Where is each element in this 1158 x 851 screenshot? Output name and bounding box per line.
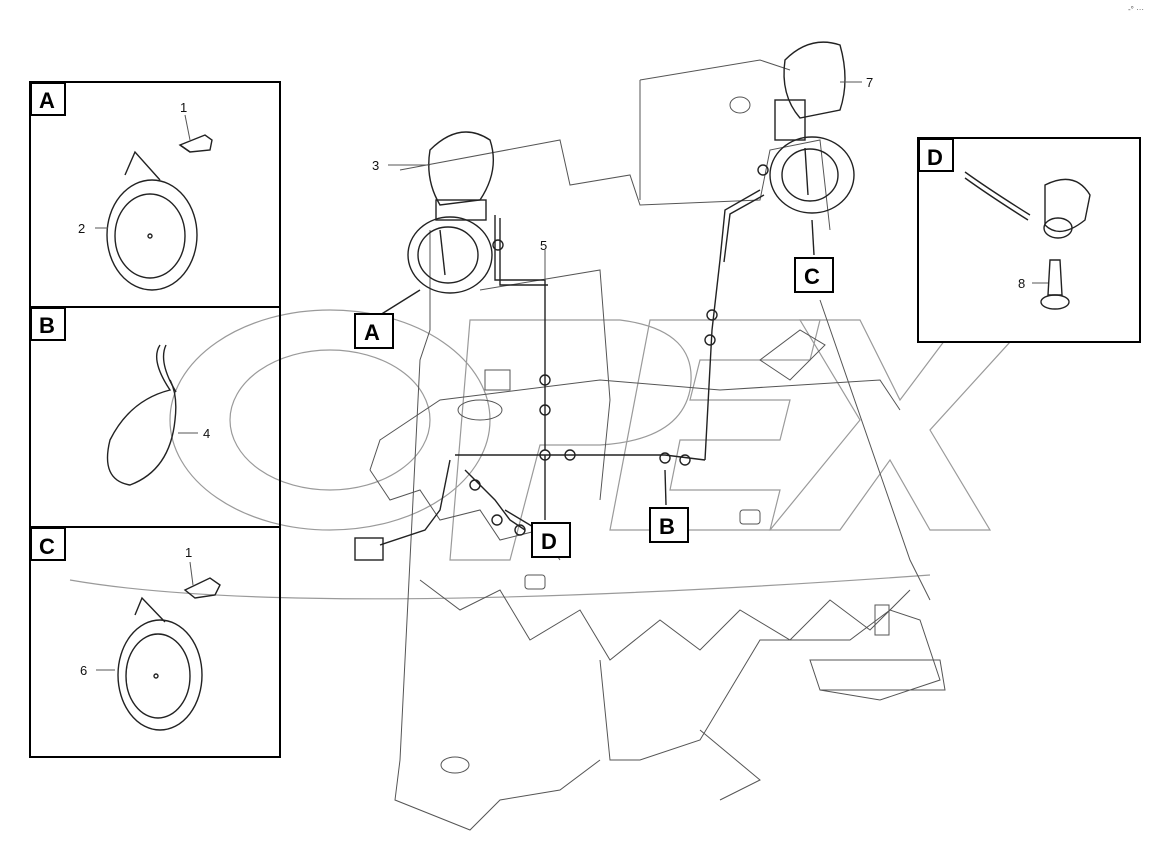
corner-mark: -° ··· bbox=[1128, 5, 1144, 14]
detail-panel-b: B bbox=[29, 306, 281, 528]
horn-a-assembly bbox=[407, 131, 495, 294]
panel-b-callout-4: 4 bbox=[203, 426, 210, 441]
panel-a-callout-2: 2 bbox=[78, 221, 85, 236]
svg-text:C: C bbox=[39, 534, 55, 559]
callout-7: 7 bbox=[866, 75, 873, 90]
panel-c-callout-6: 6 bbox=[80, 663, 87, 678]
panel-a-callout-1: 1 bbox=[180, 100, 187, 115]
section-marker-c: C bbox=[794, 257, 834, 293]
svg-text:C: C bbox=[804, 264, 820, 289]
svg-text:A: A bbox=[39, 88, 55, 113]
callout-3: 3 bbox=[372, 158, 379, 173]
detail-panel-a: A bbox=[29, 81, 281, 308]
svg-text:B: B bbox=[39, 313, 55, 338]
panel-d-callout-8: 8 bbox=[1018, 276, 1025, 291]
svg-text:D: D bbox=[927, 145, 943, 170]
detail-panel-c: C bbox=[29, 526, 281, 758]
wire-harness bbox=[354, 164, 769, 561]
section-marker-a: A bbox=[354, 313, 394, 349]
svg-text:B: B bbox=[659, 514, 675, 539]
svg-text:A: A bbox=[364, 320, 380, 345]
panel-c-callout-1: 1 bbox=[185, 545, 192, 560]
section-marker-d: D bbox=[531, 522, 571, 558]
detail-panel-d: D bbox=[917, 137, 1141, 343]
callout-5: 5 bbox=[540, 238, 547, 253]
machine-frame bbox=[369, 59, 946, 831]
main-callout-leaders bbox=[371, 81, 862, 529]
svg-text:D: D bbox=[541, 529, 557, 554]
section-marker-b: B bbox=[649, 507, 689, 543]
watermark-logo bbox=[69, 309, 1032, 600]
